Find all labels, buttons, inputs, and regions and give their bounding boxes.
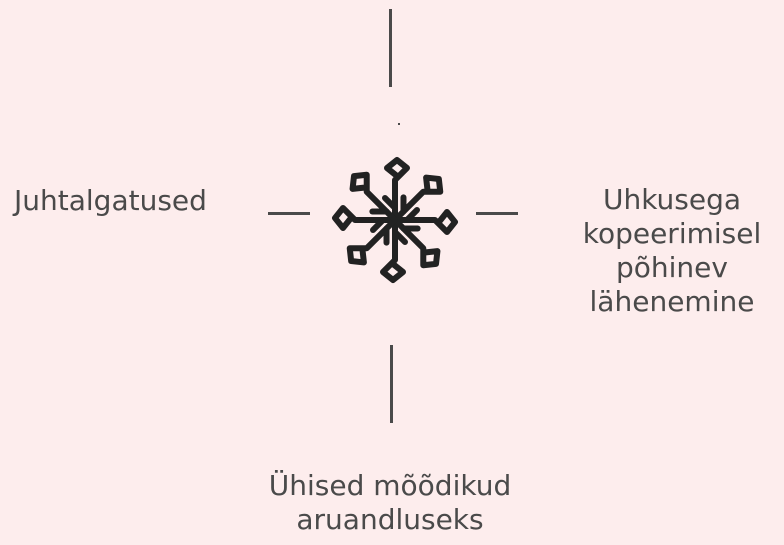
connector-left xyxy=(268,212,310,215)
connector-top xyxy=(389,9,392,87)
connector-right xyxy=(476,212,518,215)
connector-bottom xyxy=(390,345,393,423)
right-label-line-1: Uhkusega xyxy=(602,183,742,216)
bottom-label-line-2: aruandluseks xyxy=(296,503,484,536)
connector-dot xyxy=(398,123,400,125)
right-label-line-4: lähenemine xyxy=(589,285,755,318)
left-label: Juhtalgatused xyxy=(14,184,207,217)
right-label-line-3: põhinev xyxy=(616,251,728,284)
bottom-label: Ühised mõõdikud aruandluseks xyxy=(190,469,590,537)
right-label: Uhkusega kopeerimisel põhinev lähenemine xyxy=(560,183,784,319)
bottom-label-line-1: Ühised mõõdikud xyxy=(268,469,512,502)
pinwheel-logo-icon xyxy=(330,157,460,285)
right-label-line-2: kopeerimisel xyxy=(582,217,762,250)
